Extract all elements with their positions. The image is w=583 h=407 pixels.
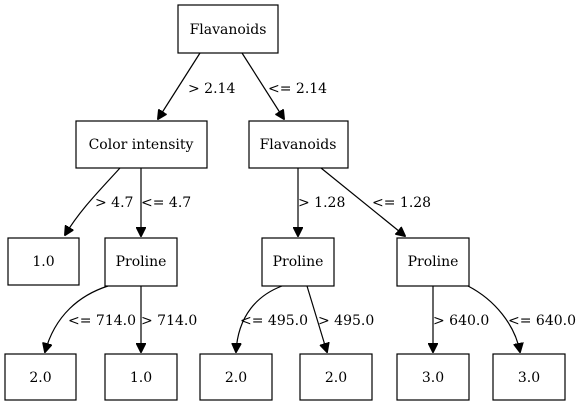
edge-label-rr-left: > 640.0 [433,313,489,329]
edge-label-lr-left: <= 714.0 [68,313,136,329]
node-right-right-label: Proline [408,254,459,270]
edge-label-lr-right: > 714.0 [141,313,197,329]
edge-right-to-rightleft: > 1.28 [298,168,345,236]
node-lr-left: 2.0 [4,353,77,401]
node-root-label: Flavanoids [190,22,267,38]
node-right-left-label: Proline [273,254,324,270]
edge-lr-to-right: > 714.0 [141,286,197,352]
edge-label-left-right: <= 4.7 [141,195,191,211]
edge-right-to-rightright: <= 1.28 [320,167,431,236]
edge-lr-to-left: <= 714.0 [45,285,136,352]
edge-rr-to-right: <= 640.0 [467,285,576,352]
node-rl-right-label: 2.0 [325,370,347,386]
edge-label-rr-right: <= 640.0 [508,313,576,329]
node-rr-left-label: 3.0 [422,370,444,386]
edge-label-right-right: <= 1.28 [372,195,431,211]
node-lr-right-label: 1.0 [130,370,152,386]
edge-root-to-right: <= 2.14 [241,52,327,119]
node-rr-right-label: 3.0 [518,370,540,386]
edge-rr-to-left: > 640.0 [433,286,489,352]
edge-rl-to-left: <= 495.0 [236,285,308,352]
node-lr-left-label: 2.0 [29,370,51,386]
edge-left-to-leftleft: > 4.7 [65,167,133,235]
node-left: Color intensity [75,120,208,169]
node-lr-right: 1.0 [104,353,178,401]
node-rr-left: 3.0 [396,353,470,401]
node-right: Flavanoids [248,120,349,169]
edge-label-root-right: <= 2.14 [268,81,327,97]
node-left-label: Color intensity [89,137,194,153]
node-left-right-label: Proline [116,254,167,270]
node-rl-left: 2.0 [199,353,273,401]
node-left-left: 1.0 [7,237,80,286]
edge-label-rl-left: <= 495.0 [240,313,308,329]
node-right-left: Proline [261,237,335,287]
node-rl-left-label: 2.0 [225,370,247,386]
edge-rl-to-right: > 495.0 [306,285,374,352]
node-left-left-label: 1.0 [32,254,54,270]
edge-label-right-left: > 1.28 [298,195,345,211]
node-right-label: Flavanoids [260,137,337,153]
edge-label-left-left: > 4.7 [95,195,133,211]
edge-label-root-left: > 2.14 [188,81,235,97]
edge-root-to-left: > 2.14 [158,52,235,119]
node-rr-right: 3.0 [492,353,566,401]
node-rl-right: 2.0 [299,353,373,401]
edge-left-to-leftright: <= 4.7 [141,168,191,236]
node-left-right: Proline [104,237,178,287]
node-root: Flavanoids [177,4,279,54]
node-right-right: Proline [396,237,470,287]
edge-label-rl-right: > 495.0 [318,313,374,329]
